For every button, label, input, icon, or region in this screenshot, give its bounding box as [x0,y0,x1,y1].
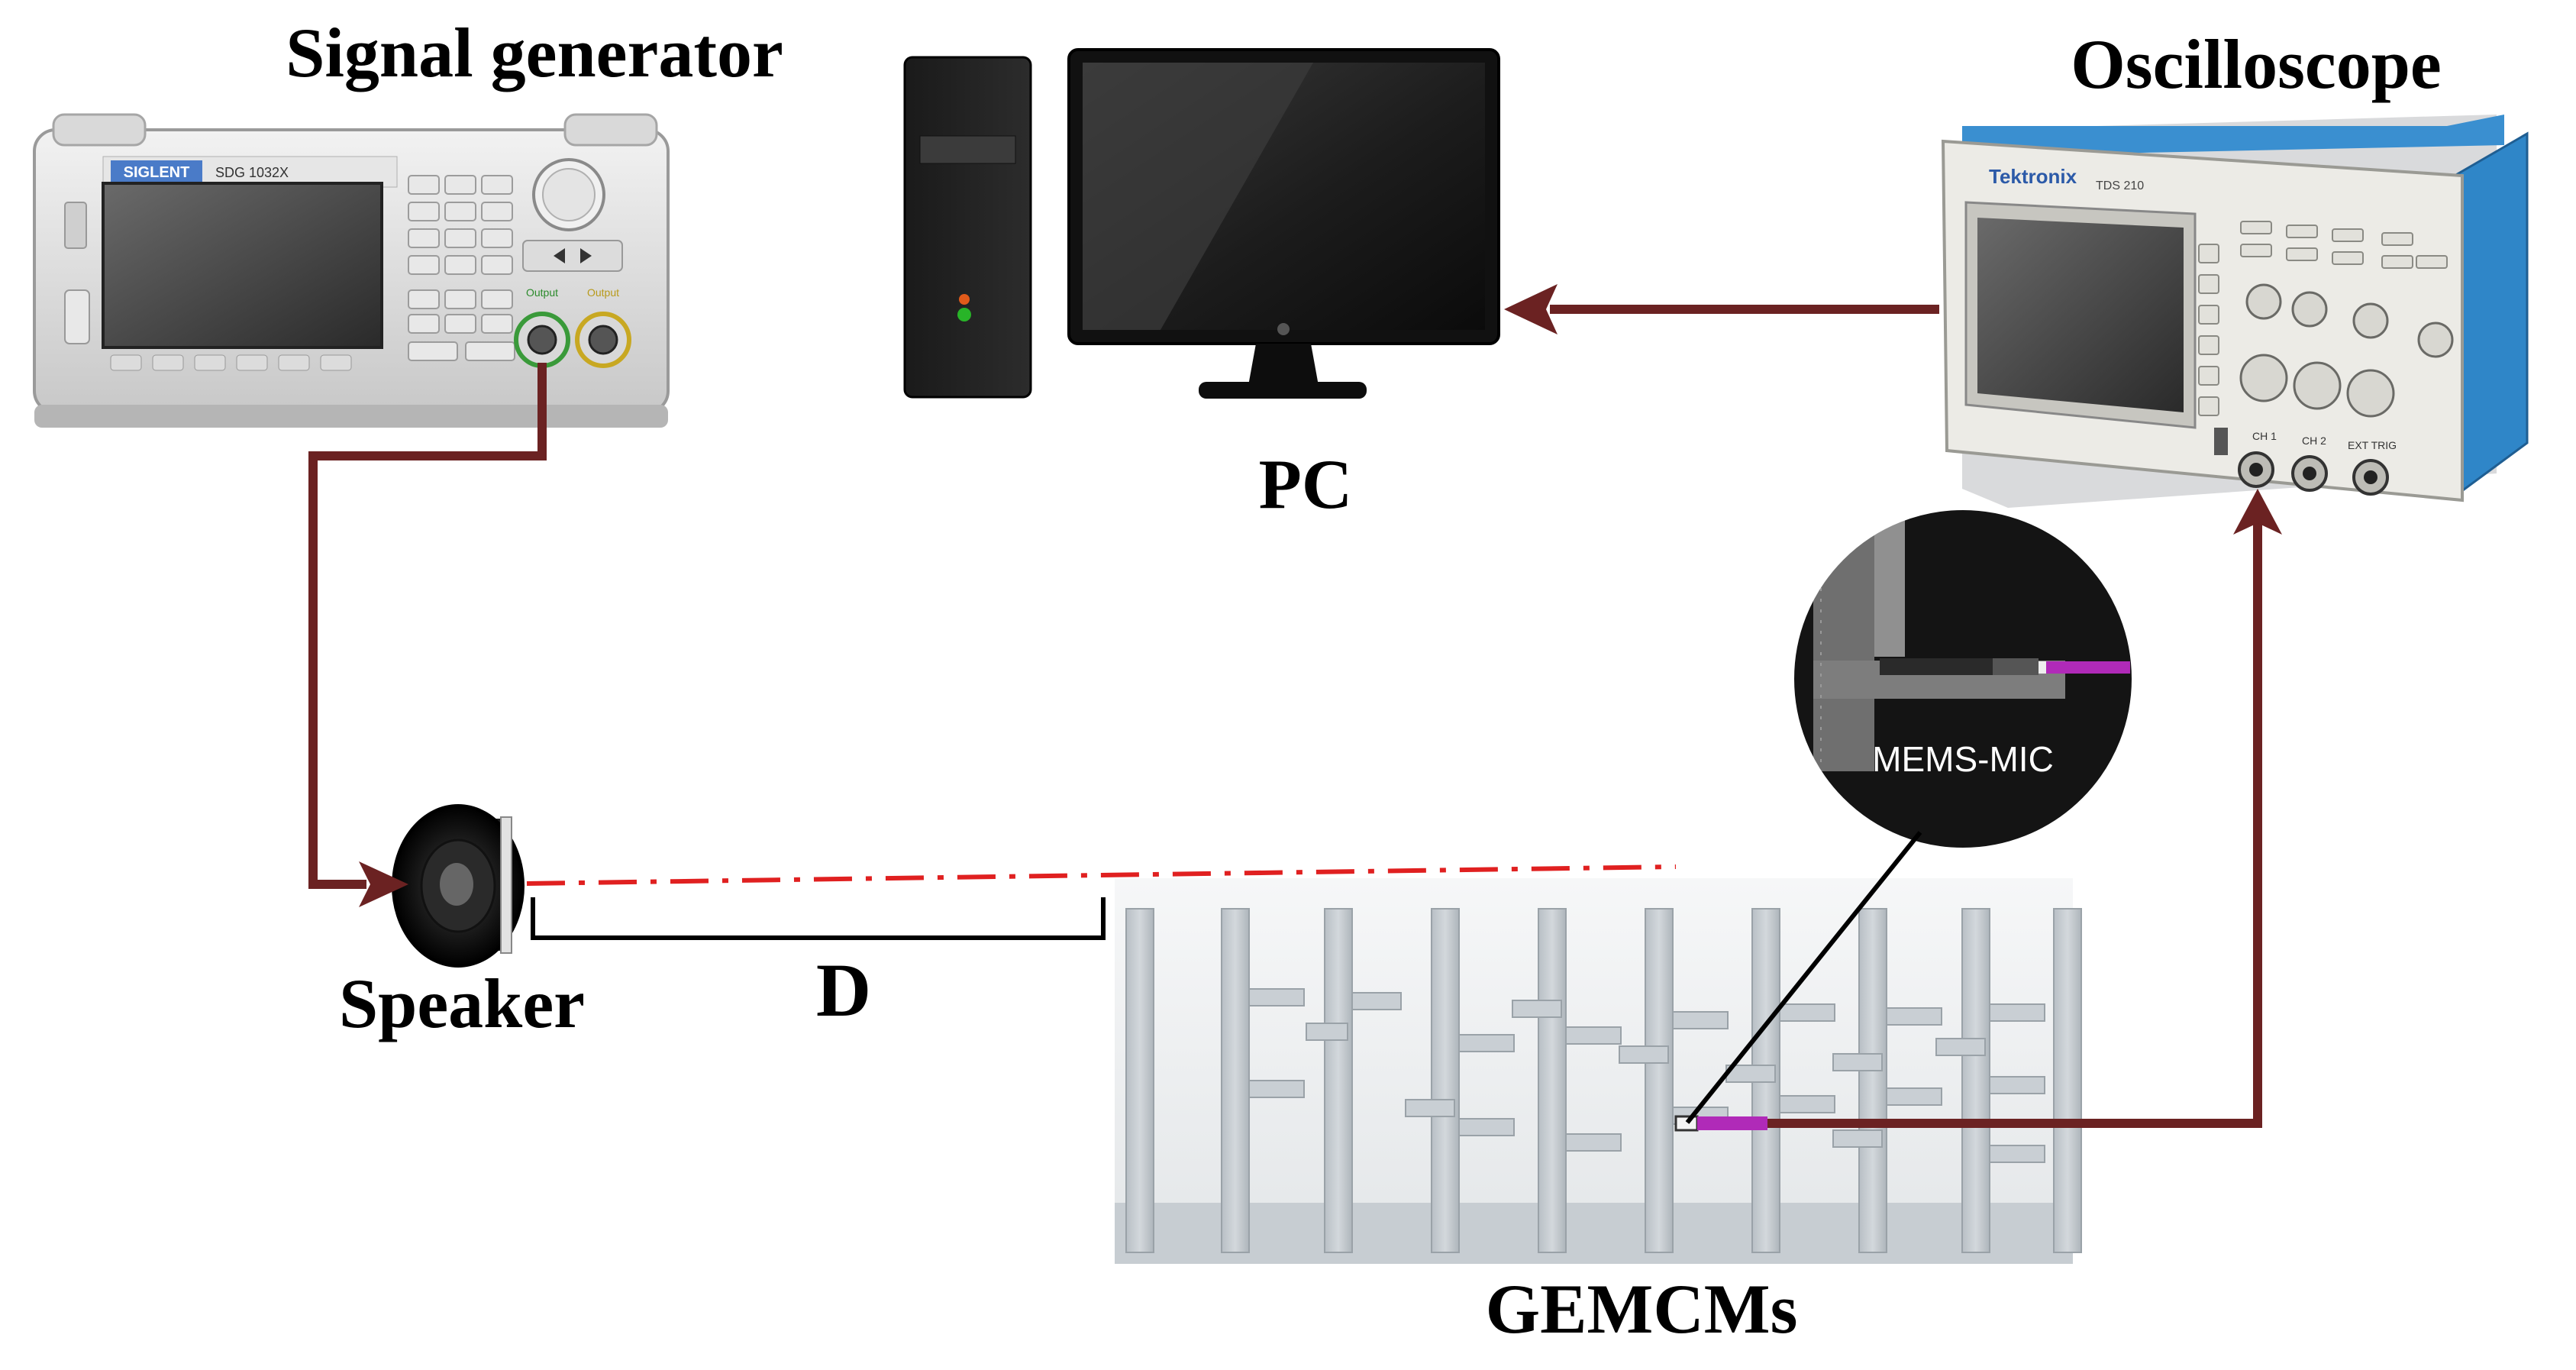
gemcm-branch [1619,1045,1669,1064]
gemcm-branch [1935,1038,1986,1056]
gemcm-branch [1832,1053,1883,1071]
gemcm-branch [1989,1145,2045,1163]
gemcm-branch [1248,1080,1305,1098]
pc-arrowhead [1504,284,1558,334]
power-led-icon [959,294,970,305]
signal-generator-label: Signal generator [286,14,783,92]
distance-label: D [816,948,871,1032]
gemcm-branch [1886,1087,1942,1106]
mems-mic-inset: MEMS-MIC [1791,507,2135,851]
monitor-stand [1199,382,1367,399]
gemcm-branch [1248,988,1305,1006]
pc-label: PC [1259,445,1353,523]
gemcm-branch [1405,1099,1455,1117]
siglent-brand-text: SIGLENT [124,164,190,181]
gemcm-bar [1125,908,1154,1253]
ch1-label: CH 1 [2252,430,2277,442]
oscilloscope-device: Tektronix TDS 210 [1941,115,2529,508]
generator-to-speaker-cable [308,363,547,889]
gemcm-bar [1431,908,1460,1253]
gemcm-branch [1832,1129,1883,1148]
generator-screen [102,182,383,349]
gemcm-bar [2053,908,2082,1253]
mic-to-oscilloscope-cable [1767,515,2262,1128]
speaker-icon [392,804,525,968]
tektronix-brand-text: Tektronix [1989,165,2077,188]
pc-tower [903,56,1032,399]
speaker-arrowhead [359,861,408,907]
gemcms-structure [1115,878,2082,1264]
gemcm-branch [1565,1026,1622,1045]
generator-arrow-keys [522,240,623,272]
output1-label: Output [526,286,558,299]
gemcm-branch [1989,1076,2045,1094]
sound-propagation-line [526,864,1677,886]
generator-softkeys [110,354,352,371]
signal-cables [308,305,2262,1128]
gemcm-branch [1351,992,1402,1010]
tektronix-model-text: TDS 210 [2096,179,2144,192]
gemcm-branch [1565,1133,1622,1152]
scope-top-buttons [2240,221,2448,269]
speaker-label: Speaker [339,964,585,1042]
scope-knobs [2239,283,2454,418]
mic-tape [1697,1116,1767,1130]
siglent-model-text: SDG 1032X [215,165,289,180]
gemcm-bar [1961,908,1990,1253]
oscilloscope-label: Oscilloscope [2071,25,2442,103]
oscilloscope-screen [1977,218,2184,412]
gemcm-bar [1858,908,1887,1253]
generator-keypad [408,175,515,361]
gemcm-branch [1512,1000,1562,1018]
gemcm-branch [1458,1118,1515,1136]
gemcm-branch [1672,1011,1729,1029]
gemcm-bar [1324,908,1353,1253]
gemcm-branch [1779,1003,1835,1022]
gemcm-bar [1538,908,1567,1253]
ext-trig-label: EXT TRIG [2348,439,2397,451]
inset-pointer-line [1685,831,1922,1124]
distance-bracket [531,897,1106,940]
signal-generator-device: SIGLENT SDG 1032X Output Output [33,113,670,428]
gemcm-branch [1989,1003,2045,1022]
scope-arrowhead [2233,489,2282,535]
gemcm-bar [1221,908,1250,1253]
scope-side-buttons [2198,244,2219,416]
gemcm-branch [1458,1034,1515,1052]
gemcm-bar [1645,908,1674,1253]
gemcm-branch [1306,1023,1348,1041]
gemcm-branch [1779,1095,1835,1113]
output2-label: Output [587,286,619,299]
pc-computer [903,48,1500,399]
ch2-label: CH 2 [2302,435,2326,447]
mems-mic-label: MEMS-MIC [1872,739,2054,779]
gemcms-label: GEMCMs [1486,1270,1798,1348]
gemcm-branch [1886,1007,1942,1026]
